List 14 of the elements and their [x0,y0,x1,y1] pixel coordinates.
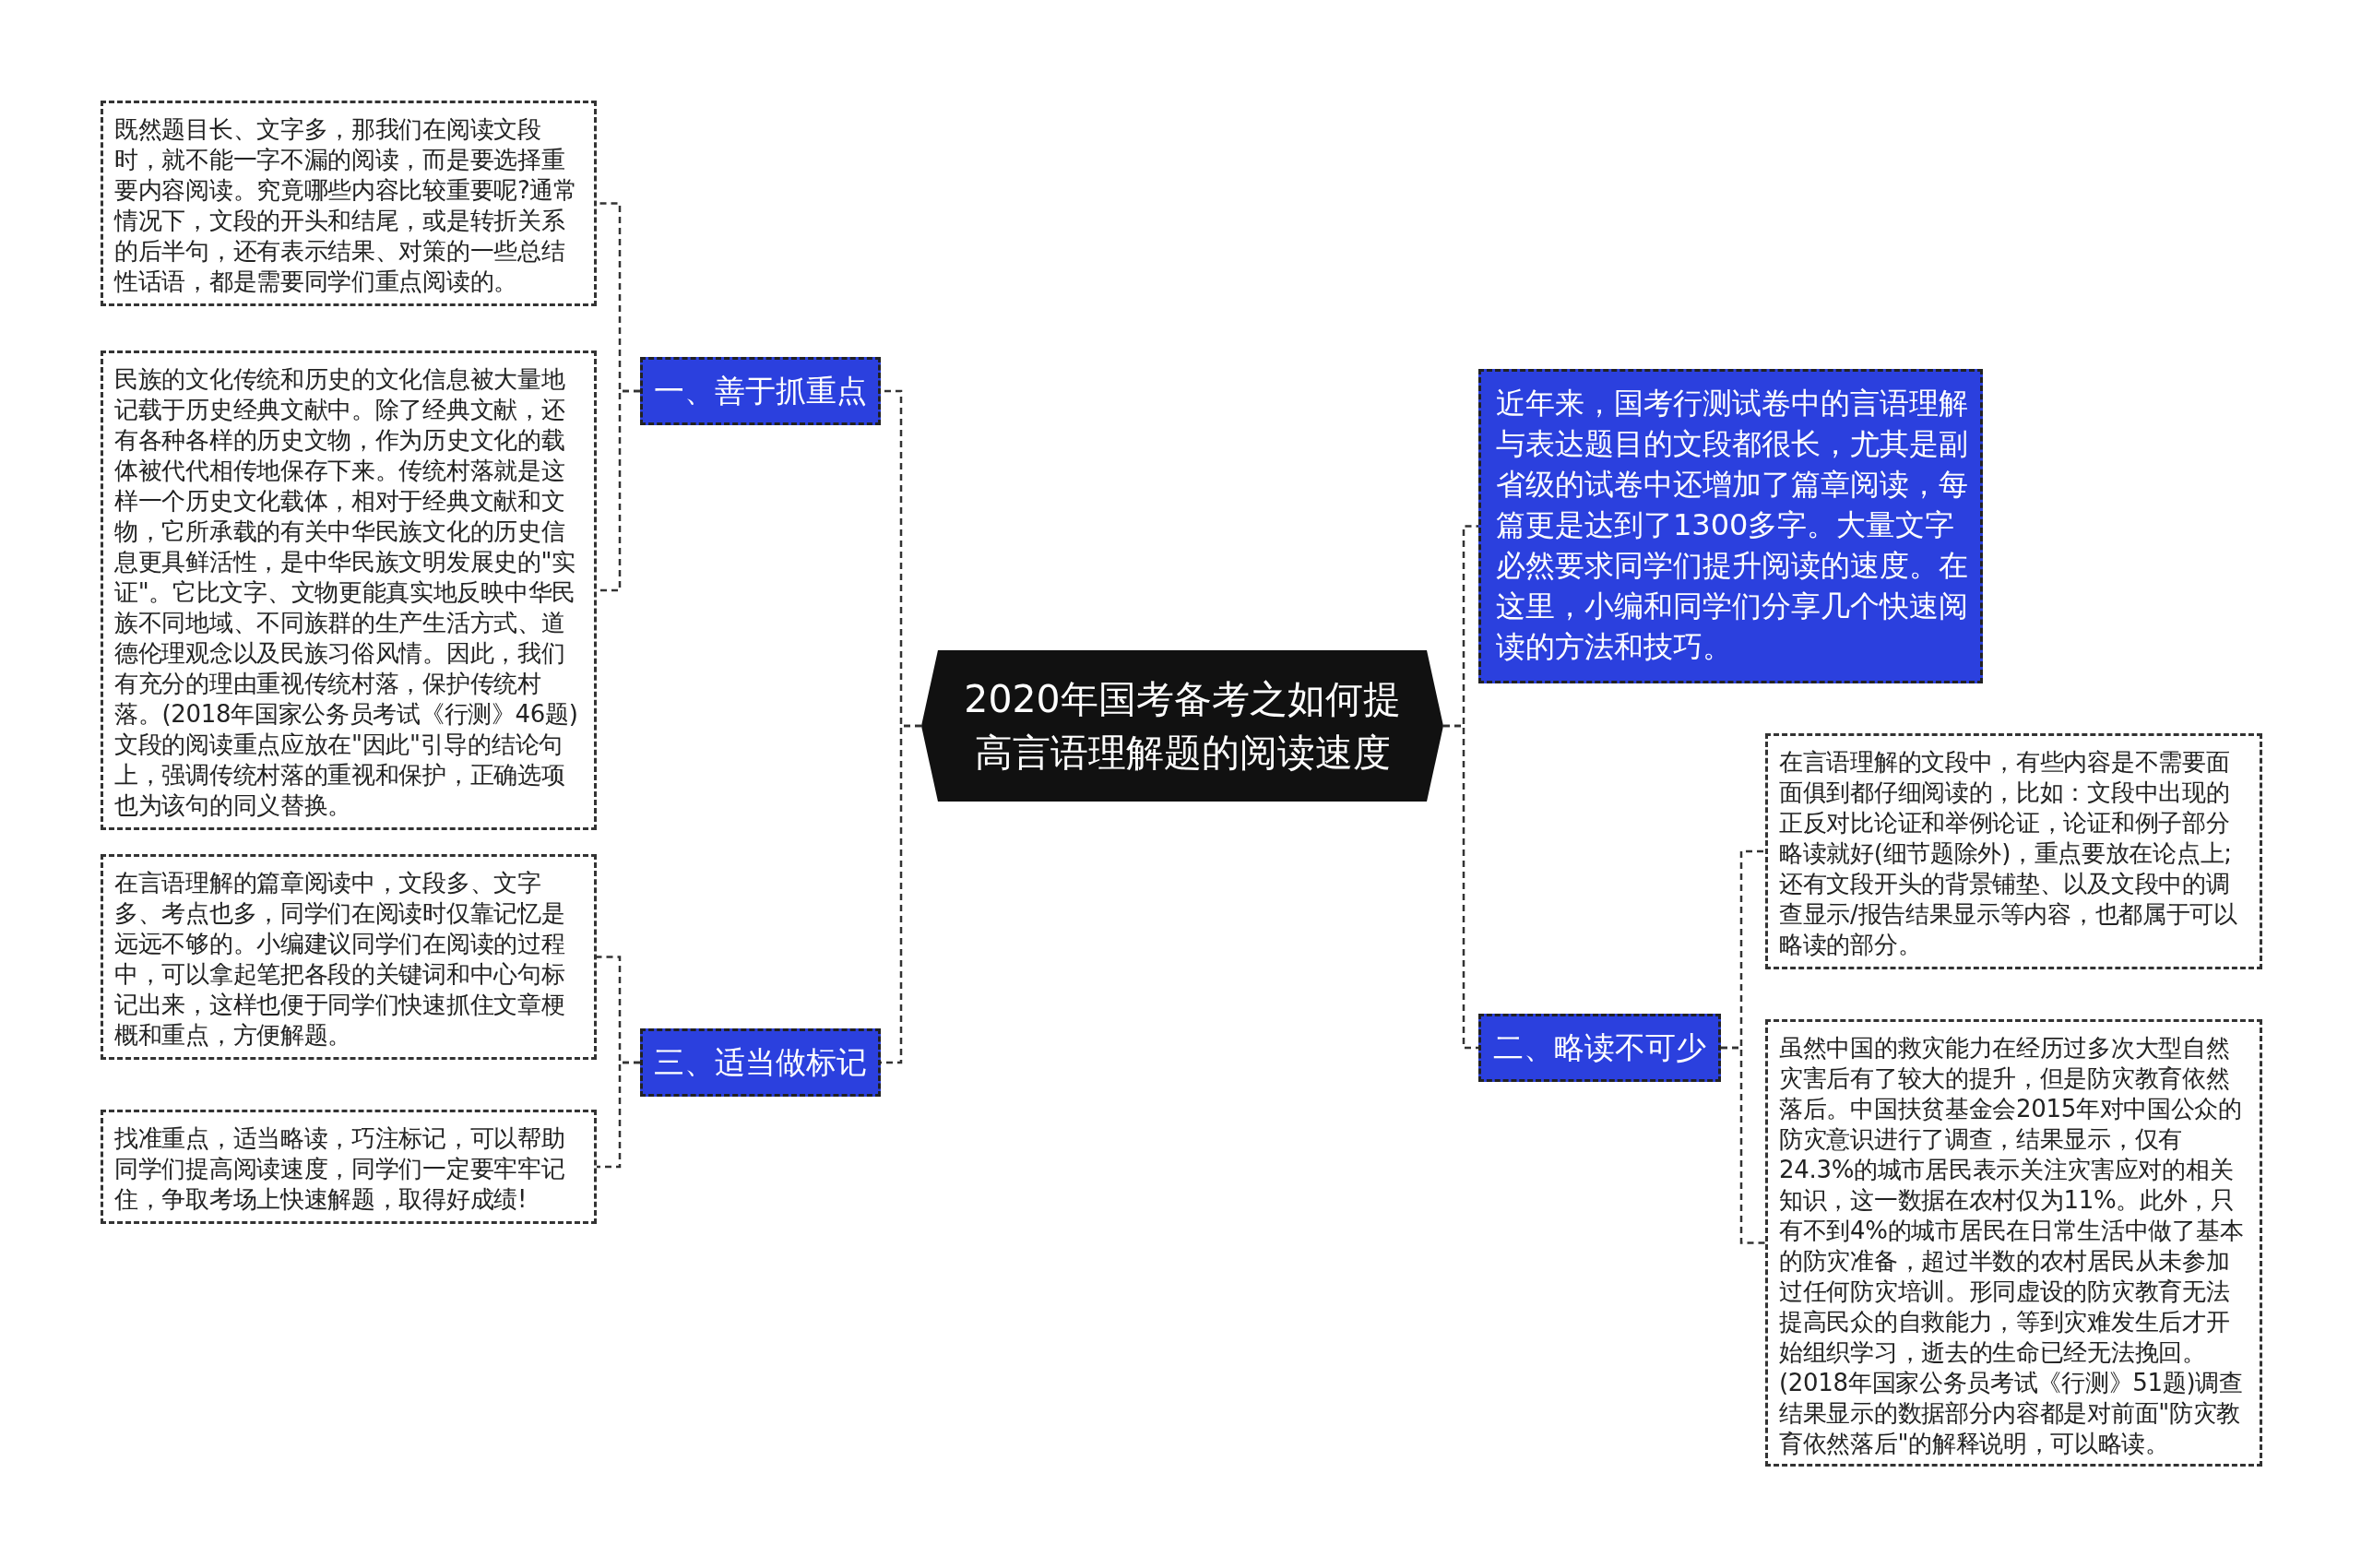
branch-topic: 一、善于抓重点 [640,357,881,425]
connector-line [1443,724,1478,1050]
text-box: 在言语理解的文段中，有些内容是不需要面面俱到都仔细阅读的，比如：文段中出现的正反对比论证和举例论证，论证和例子部分略读就好(细节题除外)，重点要放在论点上;还有文段开头的背景铺垫、以及文段中的调查显示/报告结果显示等内容，也都属于可以略读的部分。 [1765,733,2262,969]
branch-topic: 二、略读不可少 [1478,1014,1721,1082]
connector-line [1721,1046,1765,1244]
intro-box: 近年来，国考行测试卷中的言语理解与表达题目的文段都很长，尤其是副省级的试卷中还增加了篇章阅读，每篇更是达到了1300多字。大量文字必然要求同学们提升阅读的速度。在这里，小编和同学们分享几个快速阅读的方法和技巧。 [1478,369,1983,683]
text-box: 既然题目长、文字多，那我们在阅读文段时，就不能一字不漏的阅读，而是要选择重要内容阅读。究竟哪些内容比较重要呢?通常情况下，文段的开头和结尾，或是转折关系的后半句，还有表示结果、对策的一些总结性话语，都是需要同学们重点阅读的。 [101,101,597,306]
connector-line [597,1061,640,1169]
text-box: 在言语理解的篇章阅读中，文段多、文字多、考点也多，同学们在阅读时仅靠记忆是远远不够的。小编建议同学们在阅读的过程中，可以拿起笔把各段的关键词和中心句标记出来，这样也便于同学们快速抓住文章梗概和重点，方便解题。 [101,854,597,1060]
text-box: 民族的文化传统和历史的文化信息被大量地记载于历史经典文献中。除了经典文献，还有各种各样的历史文物，作为历史文化的载体被代代相传地保存下来。传统村落就是这样一个历史文化载体，相对于经典文献和文物，它所承载的有关中华民族文化的历史信息更具鲜活性，是中华民族文明发展史的"实证"。它比文字、文物更能真实地反映中华民族不同地域、不同族群的生产生活方式、道德伦理观念以及民族习俗风情。因此，我们有充分的理由重视传统村落，保护传统村落。(2018年国家公务员考试《行测》46题)文段的阅读重点应放在"因此"引导的结论句上，强调传统村落的重视和保护，正确选项也为该句的同义替换。 [101,350,597,830]
central-topic: 2020年国考备考之如何提高言语理解题的阅读速度 [921,650,1443,802]
text-box: 虽然中国的救灾能力在经历过多次大型自然灾害后有了较大的提升，但是防灾教育依然落后。中国扶贫基金会2015年对中国公众的防灾意识进行了调查，结果显示，仅有24.3%的城市居民表示关注灾害应对的相关知识，这一数据在农村仅为11%。此外，只有不到4%的城市居民在日常生活中做了基本的防灾准备，超过半数的农村居民从未参加过任何防灾培训。形同虚设的防灾教育无法提高民众的自救能力，等到灾难发生后才开始组织学习，逝去的生命已经无法挽回。(2018年国家公务员考试《行测》51题)调查结果显示的数据部分内容都是对前面"防灾教育依然落后"的解释说明，可以略读。 [1765,1019,2262,1467]
branch-topic: 三、适当做标记 [640,1028,881,1097]
text-box: 找准重点，适当略读，巧注标记，可以帮助同学们提高阅读速度，同学们一定要牢牢记住，争取考场上快速解题，取得好成绩! [101,1110,597,1224]
